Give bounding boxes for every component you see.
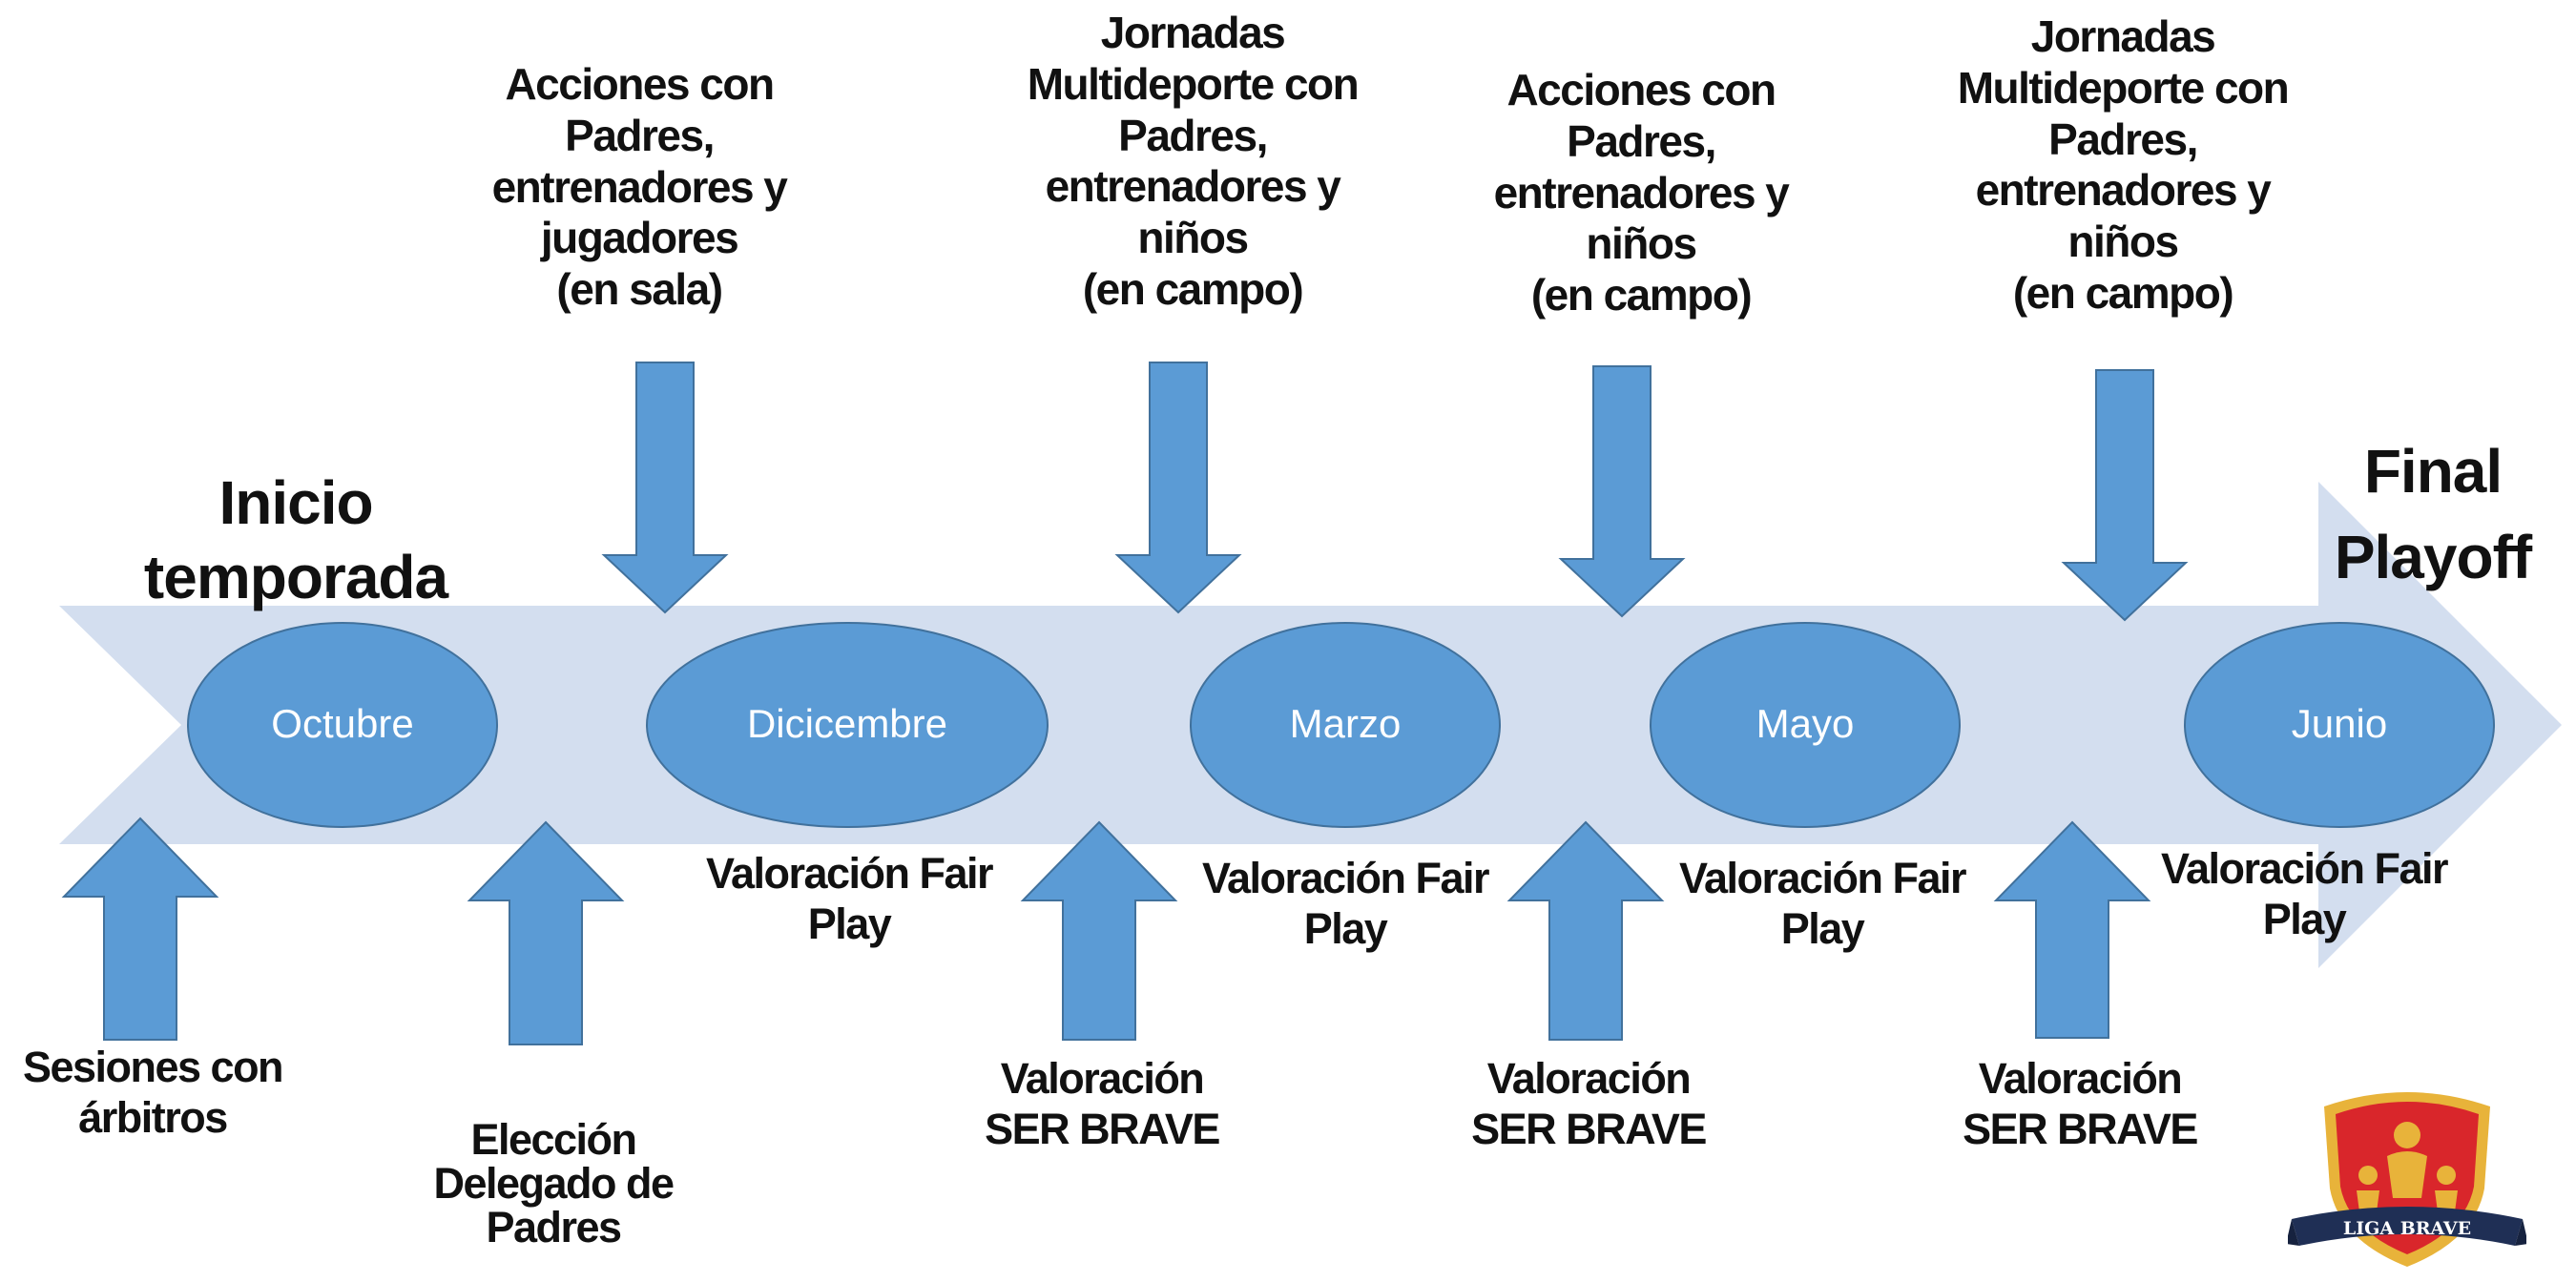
liga-brave-logo: LIGA BRAVE	[2286, 1076, 2528, 1276]
down-arrow	[1558, 365, 1686, 618]
down-arrow	[1114, 362, 1242, 614]
oval-mayo	[1650, 622, 1961, 828]
up-arrow	[467, 820, 625, 1045]
oval-marzo	[1190, 622, 1501, 828]
up-arrow	[1506, 820, 1665, 1041]
oval-octubre	[187, 622, 498, 828]
down-arrow	[601, 362, 729, 614]
brave-shield-logo-icon: LIGA BRAVE	[2286, 1092, 2528, 1267]
month-label-octubre: Octubre	[271, 701, 414, 746]
oval-diciembre	[646, 622, 1049, 828]
month-label-mayo: Mayo	[1755, 701, 1855, 746]
down-arrow	[2061, 369, 2189, 622]
up-arrow	[1020, 820, 1178, 1041]
logo-text: LIGA BRAVE	[2343, 1218, 2471, 1239]
up-arrow	[61, 817, 219, 1041]
up-arrow	[1993, 820, 2151, 1039]
oval-junio	[2184, 622, 2495, 828]
month-label-diciembre: Dicicembre	[746, 701, 948, 746]
month-label-junio: Junio	[2291, 701, 2388, 746]
month-label-marzo: Marzo	[1289, 701, 1402, 746]
